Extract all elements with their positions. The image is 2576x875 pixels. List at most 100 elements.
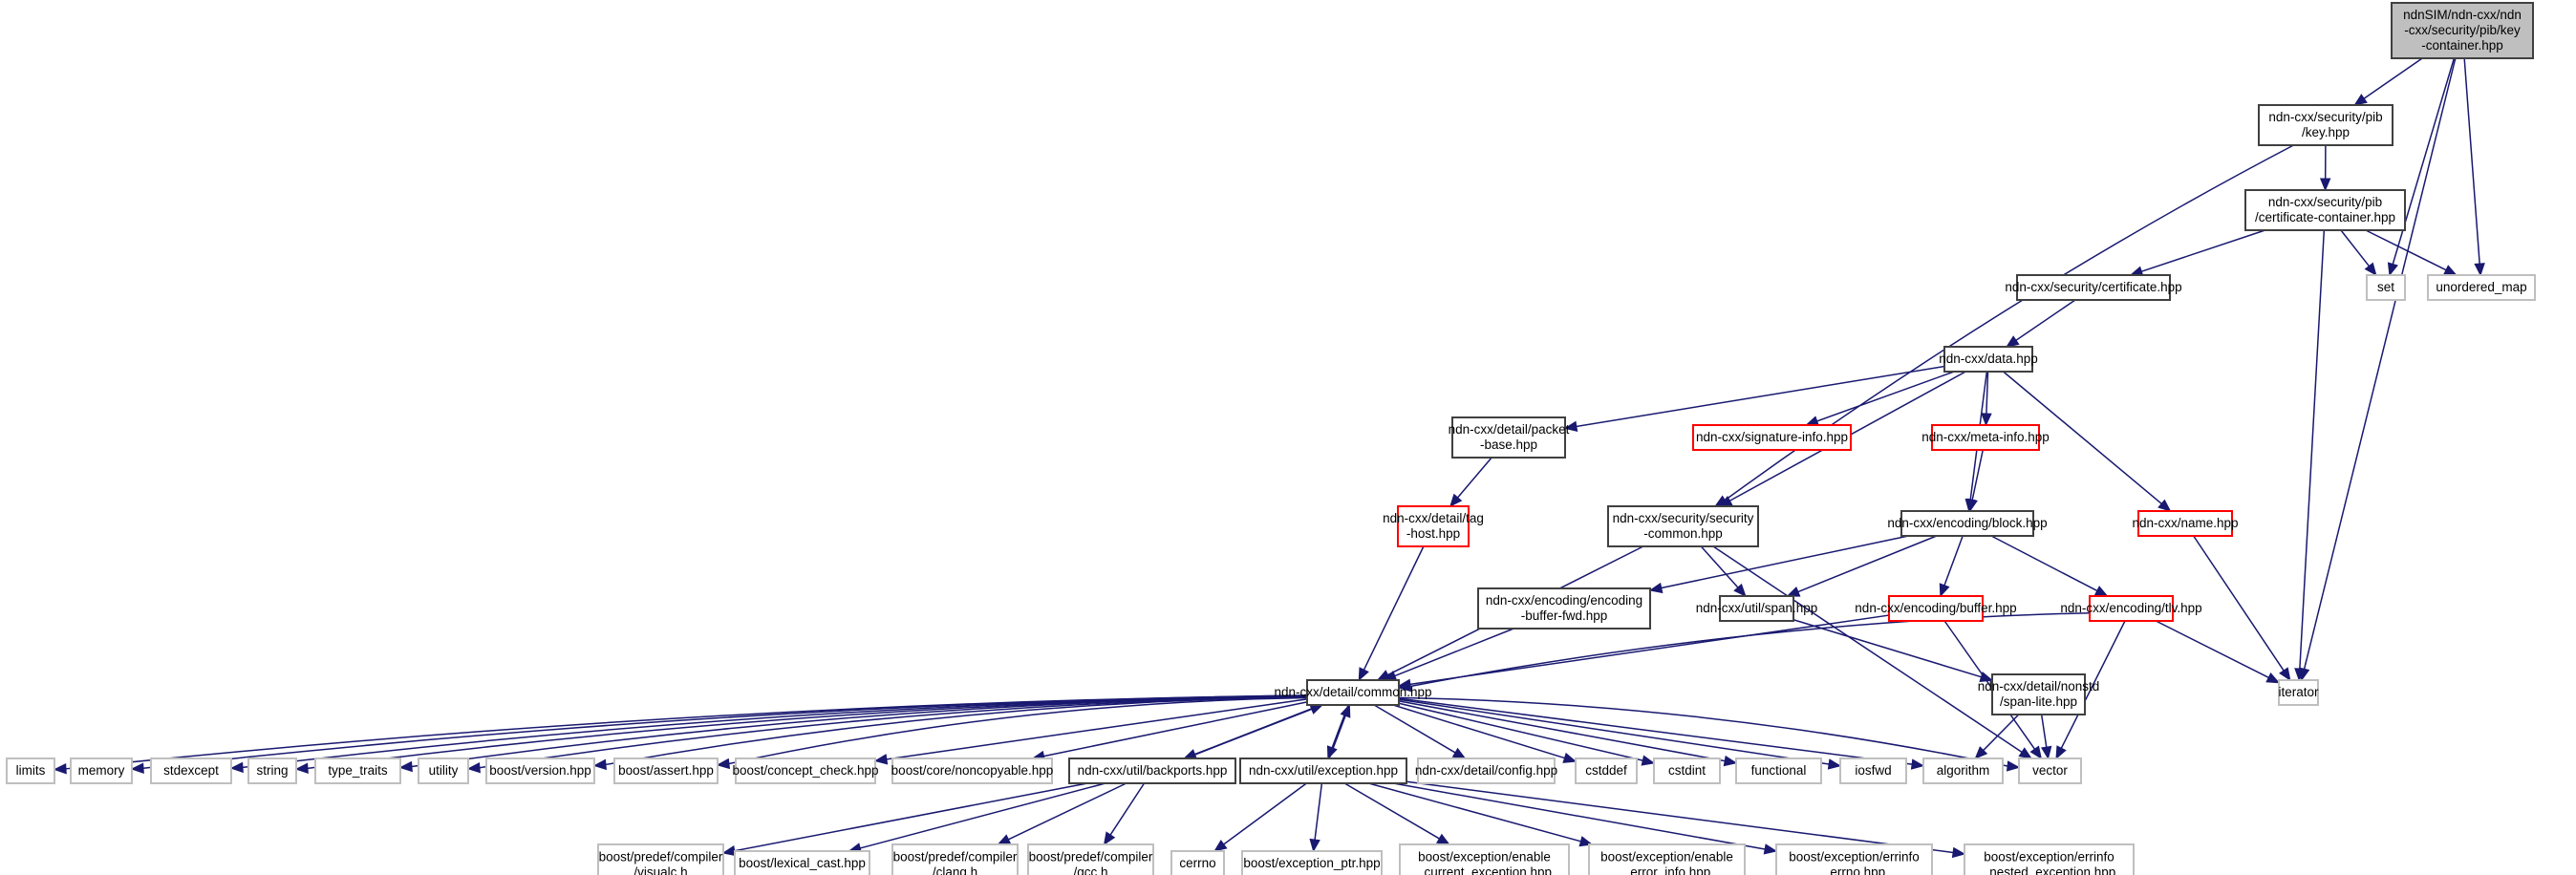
edge-line	[1816, 371, 1955, 422]
edge-exception-to-cerrno	[1213, 782, 1307, 852]
arrowhead-icon	[1951, 846, 1966, 859]
edge-line	[1971, 449, 1984, 501]
arrowhead-icon	[2474, 263, 2485, 277]
node-box	[2018, 758, 2082, 784]
arrowhead-icon	[1723, 755, 1738, 767]
arrowhead-icon	[229, 761, 244, 774]
node-box	[613, 758, 719, 784]
edge-root-to-key	[2353, 57, 2423, 106]
node-box	[70, 758, 133, 784]
edge-line	[1343, 782, 1440, 840]
edge-line	[1328, 715, 1346, 759]
node-root[interactable]: ndnSIM/ndn-cxx/ndn-cxx/security/pib/key-…	[2391, 2, 2534, 59]
node-block[interactable]: ndn-cxx/encoding/block.hpp	[1887, 510, 2048, 537]
node-label: ndn-cxx/encoding/tlv.hpp	[2060, 601, 2201, 615]
node-label: ndn-cxx/detail/tag	[1383, 511, 1484, 525]
node-exception[interactable]: ndn-cxx/util/exception.hpp	[1239, 758, 1407, 784]
node-label: ndn-cxx/name.hpp	[2132, 516, 2238, 530]
edge-metainfo-to-block	[1966, 449, 1984, 513]
node-label: ndn-cxx/detail/nonstd	[1978, 679, 2100, 694]
node-label: boost/concept_check.hpp	[732, 763, 878, 778]
edge-root-to-set	[2387, 57, 2456, 277]
arrowhead-icon	[2055, 745, 2067, 760]
edge-tlv-to-common	[1397, 611, 2091, 693]
node-label: ndn-cxx/encoding/encoding	[1486, 593, 1642, 608]
edge-exception-to-enablecur	[1343, 782, 1450, 845]
node-siginfo[interactable]: ndn-cxx/signature-info.hpp	[1692, 424, 1852, 451]
node-span[interactable]: ndn-cxx/util/span.hpp	[1696, 595, 1818, 622]
edge-spanlite-to-vector	[2040, 714, 2052, 760]
edge-root-to-umap	[2463, 57, 2485, 277]
node-label: stdexcept	[163, 763, 219, 778]
node-packetbase[interactable]: ndn-cxx/detail/packet-base.hpp	[1449, 416, 1570, 459]
arrowhead-icon	[592, 758, 607, 771]
edge-exception-to-errinfoerrno	[1393, 782, 1778, 855]
arrowhead-icon	[1981, 413, 1992, 427]
edge-line	[1990, 535, 2098, 592]
edge-line	[1986, 371, 1989, 415]
node-umap: unordered_map	[2427, 274, 2536, 301]
node-label: -container.hpp	[2421, 38, 2503, 53]
arrowhead-icon	[1974, 746, 1988, 759]
node-label: ndn-cxx/util/span.hpp	[1696, 601, 1818, 615]
edge-backports-to-lexcast	[848, 782, 1106, 854]
node-encfwd[interactable]: ndn-cxx/encoding/encoding-buffer-fwd.hpp	[1477, 587, 1651, 630]
edge-line	[1983, 714, 2020, 751]
edge-exception-to-errinfonested	[1406, 780, 1966, 859]
node-errinfoerrno: boost/exception/errinfo_errno.hpp	[1775, 843, 1933, 875]
node-buffer[interactable]: ndn-cxx/encoding/buffer.hpp	[1855, 595, 2017, 622]
arrowhead-icon	[1939, 583, 1950, 598]
node-label: boost/predef/compiler	[599, 850, 723, 864]
node-box	[1027, 843, 1154, 875]
node-key[interactable]: ndn-cxx/security/pib/key.hpp	[2258, 104, 2394, 146]
node-label: ndn-cxx/security/security	[1613, 511, 1754, 525]
node-label: ndn-cxx/encoding/buffer.hpp	[1855, 601, 2016, 615]
node-certcont[interactable]: ndn-cxx/security/pib/certificate-contain…	[2244, 189, 2406, 231]
arrowhead-icon	[1648, 582, 1664, 594]
edge-line	[1392, 704, 1565, 759]
node-backports[interactable]: ndn-cxx/util/backports.hpp	[1068, 758, 1236, 784]
node-taghost[interactable]: ndn-cxx/detail/tag-host.hpp	[1383, 505, 1484, 547]
arrowhead-icon	[1641, 755, 1656, 766]
node-spanlite[interactable]: ndn-cxx/detail/nonstd/span-lite.hpp	[1978, 673, 2100, 715]
arrowhead-icon	[2041, 745, 2052, 760]
node-box	[1588, 843, 1746, 875]
node-cerrno: cerrno	[1170, 850, 1225, 875]
node-box	[1943, 346, 2033, 373]
edge-line	[1943, 535, 1964, 587]
node-metainfo[interactable]: ndn-cxx/meta-info.hpp	[1921, 424, 2050, 451]
node-data[interactable]: ndn-cxx/data.hpp	[1939, 346, 2038, 373]
node-box	[1241, 850, 1383, 875]
node-common[interactable]: ndn-cxx/detail/common.hpp	[1274, 679, 1432, 706]
node-label: ndnSIM/ndn-cxx/ndn	[2403, 8, 2522, 22]
node-label: cstddef	[1585, 763, 1627, 778]
node-name[interactable]: ndn-cxx/name.hpp	[2132, 510, 2239, 537]
node-label: boost/version.hpp	[489, 763, 591, 778]
node-bversion: boost/version.hpp	[485, 758, 595, 784]
node-tlv[interactable]: ndn-cxx/encoding/tlv.hpp	[2060, 595, 2202, 622]
arrowhead-icon	[2387, 262, 2398, 277]
node-label: type_traits	[328, 763, 388, 778]
arrowhead-icon	[1763, 843, 1778, 855]
node-seccommon[interactable]: ndn-cxx/security/security-common.hpp	[1607, 505, 1759, 547]
node-cert[interactable]: ndn-cxx/security/certificate.hpp	[2005, 274, 2182, 301]
edge-line	[1393, 782, 1766, 850]
node-box	[735, 758, 876, 784]
node-label: ndn-cxx/data.hpp	[1939, 352, 2038, 366]
edge-line	[1792, 619, 1982, 678]
edge-encfwd-to-common	[1383, 628, 1514, 681]
arrowhead-icon	[2093, 586, 2109, 597]
edge-backports-to-gcc	[1103, 782, 1146, 846]
node-box	[2278, 679, 2319, 706]
arrowhead-icon	[2265, 672, 2281, 684]
edge-common-to-functional	[1398, 700, 1738, 767]
node-vector: vector	[2018, 758, 2082, 784]
node-label: boost/exception_ptr.hpp	[1243, 856, 1380, 870]
node-box	[1775, 843, 1933, 875]
edge-line	[2392, 57, 2456, 265]
node-box	[1477, 587, 1651, 630]
edge-line	[1008, 782, 1127, 841]
node-label: functional	[1751, 763, 1807, 778]
edge-line	[1576, 365, 1945, 428]
